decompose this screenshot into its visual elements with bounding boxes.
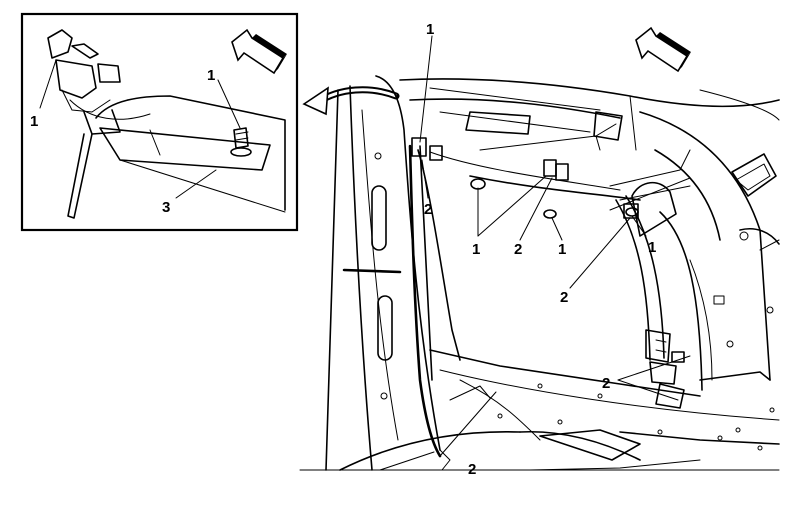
callout-main-1-mid2: 1 [558, 241, 566, 258]
callout-main-1-top: 1 [426, 21, 434, 38]
callout-main-2-left: 2 [424, 201, 432, 218]
lower-anchor-part [645, 329, 685, 409]
vehicle-body-structure [299, 75, 780, 471]
fastener-part [230, 127, 252, 157]
callout-inset-1b: 1 [207, 67, 215, 84]
callout-main-1-mid: 1 [472, 241, 480, 258]
leader-lines [379, 35, 691, 471]
forward-arrow-icon [231, 28, 287, 75]
callout-inset-3: 3 [162, 199, 170, 216]
trim-panel-part [95, 95, 286, 213]
removal-direction-arrow-icon [302, 86, 400, 116]
callout-main-2-bottom: 2 [468, 461, 476, 478]
retainer-clip-part [411, 137, 639, 219]
callout-main-2-mid: 2 [514, 241, 522, 258]
callout-main-2-right: 2 [560, 289, 568, 306]
inset-detail: 1 1 3 [20, 12, 299, 232]
callout-main-2-lower: 2 [602, 375, 610, 392]
forward-arrow-icon [635, 26, 691, 73]
callout-main-1-right: 1 [648, 239, 656, 256]
belt-guide-part [47, 29, 151, 219]
callout-inset-1a: 1 [30, 113, 38, 130]
